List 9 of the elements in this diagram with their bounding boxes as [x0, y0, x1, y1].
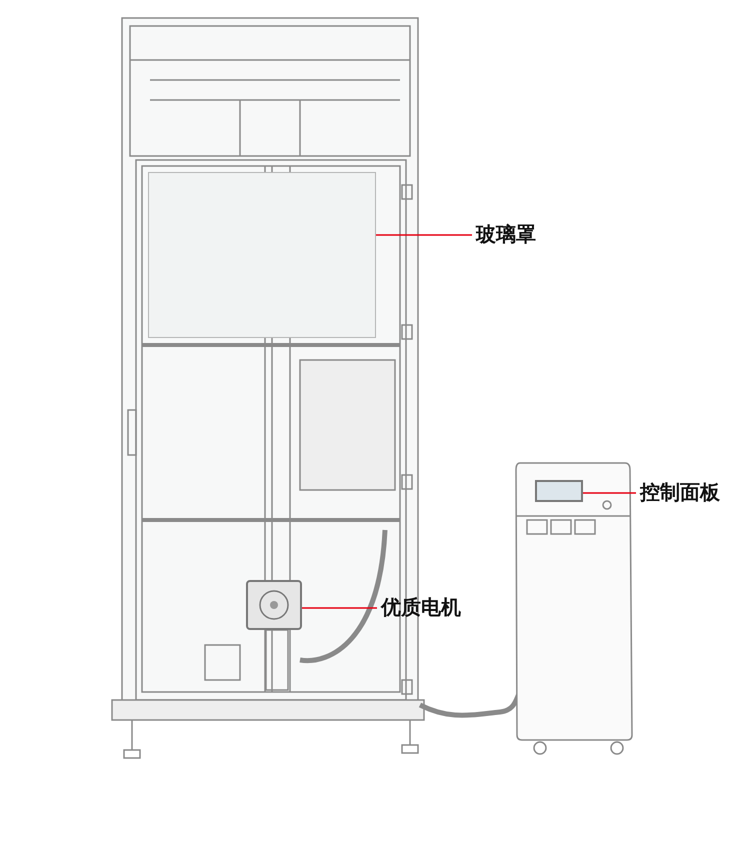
leader-line: [583, 492, 636, 494]
leader-line: [376, 234, 472, 236]
leader-line: [302, 607, 377, 609]
part-label: 控制面板: [640, 481, 720, 505]
motor: [246, 580, 302, 630]
part-label: 玻璃罩: [476, 223, 536, 247]
part-label: 优质电机: [381, 596, 461, 620]
control-screen: [535, 480, 583, 502]
glass-panel: [148, 172, 376, 338]
